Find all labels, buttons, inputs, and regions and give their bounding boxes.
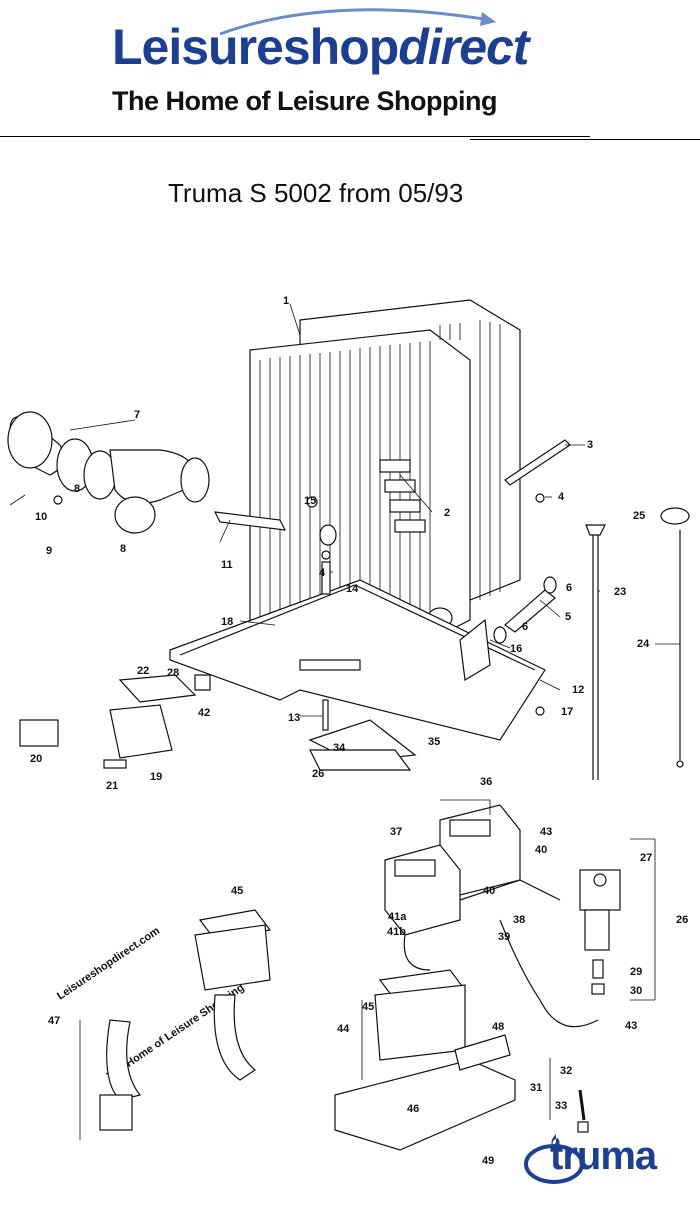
truma-logo: truma xyxy=(522,1130,692,1186)
diagram-svg: Leisureshopdirect.com The Home of Leisur… xyxy=(7,295,690,1167)
part-label: 49 xyxy=(482,1155,494,1167)
part-label: 44 xyxy=(337,1023,350,1035)
brand-logo[interactable]: Leisureshopdirect xyxy=(112,18,529,76)
part-label: 30 xyxy=(630,985,642,997)
part-label: 41b xyxy=(387,926,406,938)
small-parts xyxy=(53,495,545,731)
burner-assembly xyxy=(384,804,561,971)
part-label: 11 xyxy=(221,559,233,571)
page-title: Truma S 5002 from 05/93 xyxy=(168,178,464,208)
part-label: 32 xyxy=(560,1065,572,1077)
part-label: 34 xyxy=(333,742,346,754)
part-label: 47 xyxy=(48,1015,60,1027)
part-label: 2 xyxy=(444,507,450,519)
part-label: 24 xyxy=(637,638,650,650)
part-label: 45 xyxy=(231,885,243,897)
part-label: 16 xyxy=(510,643,522,655)
part-label: 20 xyxy=(30,753,42,765)
pipe-assembly xyxy=(493,576,557,644)
part-label: 9 xyxy=(46,545,52,557)
part-label: 36 xyxy=(480,776,492,788)
part-label: 5 xyxy=(565,611,571,623)
part-label: 10 xyxy=(35,511,47,523)
part-label: 19 xyxy=(150,771,162,783)
part-label: 8 xyxy=(120,543,126,555)
part-label: 25 xyxy=(633,510,645,522)
part-label: 21 xyxy=(106,780,118,792)
brand-name: Leisureshop xyxy=(112,19,399,75)
part-label: 45 xyxy=(362,1001,374,1013)
part-label: 13 xyxy=(288,712,300,724)
part-label: 17 xyxy=(561,706,573,718)
flue-duct-assembly xyxy=(7,411,210,745)
part-label: 1 xyxy=(283,295,289,307)
part-label: 43 xyxy=(540,826,552,838)
rods xyxy=(585,507,690,780)
brand-accent: direct xyxy=(398,19,529,75)
divider xyxy=(470,139,700,140)
part-label: 41a xyxy=(388,911,407,923)
swoosh-icon xyxy=(219,8,496,36)
part-label: 40 xyxy=(535,844,547,856)
control-panel-parts xyxy=(19,674,417,771)
part-label: 7 xyxy=(134,409,140,421)
brand-tagline: The Home of Leisure Shopping xyxy=(112,86,498,116)
base-plate xyxy=(169,579,546,741)
part-label: 33 xyxy=(555,1100,567,1112)
exploded-parts-diagram: Leisureshopdirect.com The Home of Leisur… xyxy=(0,280,700,1200)
part-label: 6 xyxy=(566,582,572,594)
part-label: 14 xyxy=(346,583,359,595)
part-label: 43 xyxy=(625,1020,637,1032)
part-label: 4 xyxy=(319,567,326,579)
part-label: 37 xyxy=(390,826,402,838)
part-label: 29 xyxy=(630,966,642,978)
heat-exchanger xyxy=(249,299,521,661)
watermark-line1: Leisureshopdirect.com xyxy=(55,925,162,1003)
part-label: 4 xyxy=(558,491,565,503)
part-label: 15 xyxy=(304,495,316,507)
part-label: 38 xyxy=(513,914,525,926)
truma-wordmark: truma xyxy=(550,1134,657,1178)
part-label: 27 xyxy=(640,852,652,864)
part-label: 18 xyxy=(221,616,233,628)
part-label: 48 xyxy=(492,1021,504,1033)
part-label: 8 xyxy=(74,483,80,495)
logo-ring-icon xyxy=(524,1144,584,1184)
cowl-and-hose xyxy=(99,909,272,1131)
part-label: 22 xyxy=(137,665,149,677)
divider xyxy=(0,136,590,137)
part-label: 3 xyxy=(587,439,593,451)
part-label: 42 xyxy=(198,707,210,719)
part-label: 40 xyxy=(483,885,495,897)
part-label: 26 xyxy=(676,914,688,926)
burner-box-and-tray xyxy=(334,969,589,1151)
part-label: 35 xyxy=(428,736,440,748)
site-header: Leisureshopdirect The Home of Leisure Sh… xyxy=(0,0,700,140)
part-label: 12 xyxy=(572,684,584,696)
part-label: 26 xyxy=(312,768,324,780)
part-label: 6 xyxy=(522,621,528,633)
part-label: 23 xyxy=(614,586,626,598)
part-labels: 1 2 3 4 4 5 6 6 7 8 8 9 10 11 12 13 14 1… xyxy=(30,295,688,1167)
part-label: 39 xyxy=(498,931,510,943)
part-label: 46 xyxy=(407,1103,419,1115)
part-label: 28 xyxy=(167,667,179,679)
leader-lines xyxy=(9,303,680,1140)
part-label: 31 xyxy=(530,1082,542,1094)
gas-valve xyxy=(499,869,621,1028)
